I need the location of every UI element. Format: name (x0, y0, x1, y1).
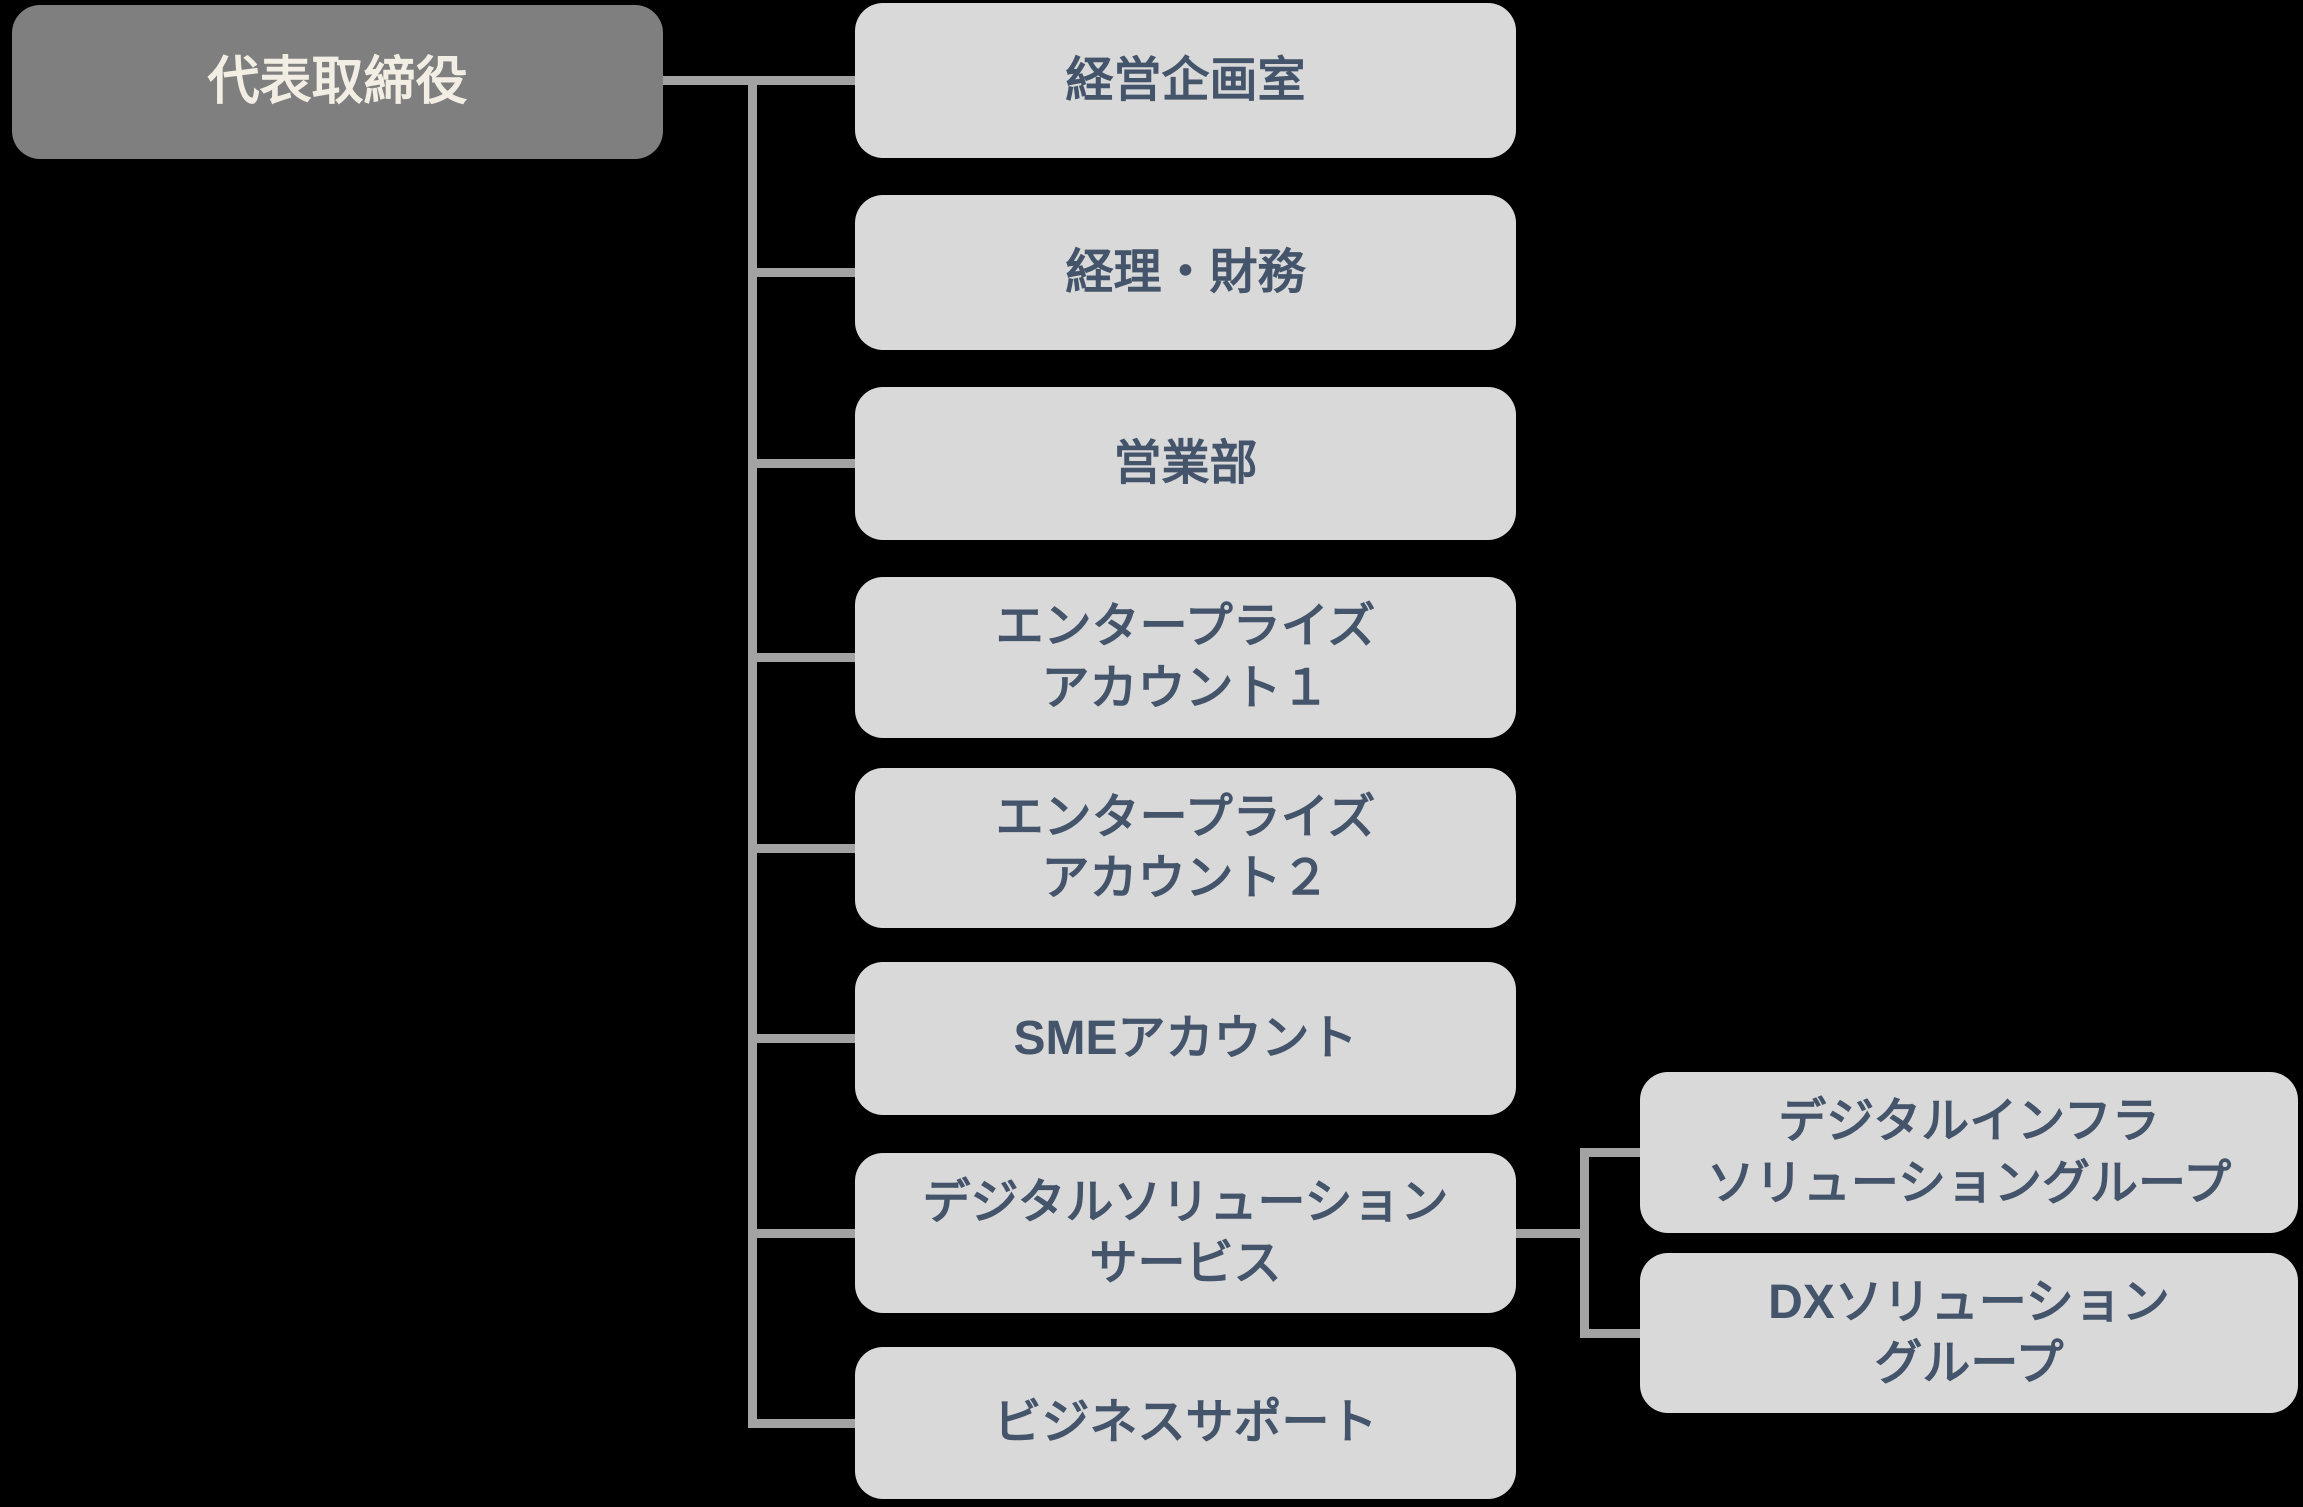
connector-stub-business-support (748, 1419, 855, 1428)
node-business-support: ビジネスサポート (855, 1347, 1516, 1499)
node-corporate-planning-office: 経営企画室 (855, 3, 1516, 158)
node-dx-solution-group: DXソリューション グループ (1640, 1253, 2298, 1413)
node-enterprise-account-1: エンタープライズ アカウント１ (855, 577, 1516, 738)
node-enterprise-account-2: エンタープライズ アカウント２ (855, 768, 1516, 928)
connector-stub-sales (748, 459, 855, 468)
node-digital-solution-services: デジタルソリューション サービス (855, 1153, 1516, 1313)
node-sme-account: SMEアカウント (855, 962, 1516, 1115)
connector-stub-sme (748, 1034, 855, 1043)
connector-stub-enterprise-2 (748, 844, 855, 853)
node-representative-director: 代表取締役 (12, 5, 663, 159)
connector-stub-accounting (748, 268, 855, 277)
connector-digital-solution-to-branch (1516, 1229, 1589, 1238)
connector-trunk (748, 76, 757, 1428)
node-sales-department: 営業部 (855, 387, 1516, 540)
connector-stub-digital-solution (748, 1229, 855, 1238)
connector-stub-enterprise-1 (748, 653, 855, 662)
connector-root-to-trunk (663, 76, 855, 85)
connector-stub-digital-infra-group (1580, 1148, 1640, 1157)
connector-stub-dx-solution-group (1580, 1329, 1640, 1338)
connector-branch-trunk (1580, 1148, 1589, 1338)
node-digital-infra-solution-group: デジタルインフラ ソリューショングループ (1640, 1072, 2298, 1233)
node-accounting-finance: 経理・財務 (855, 195, 1516, 350)
